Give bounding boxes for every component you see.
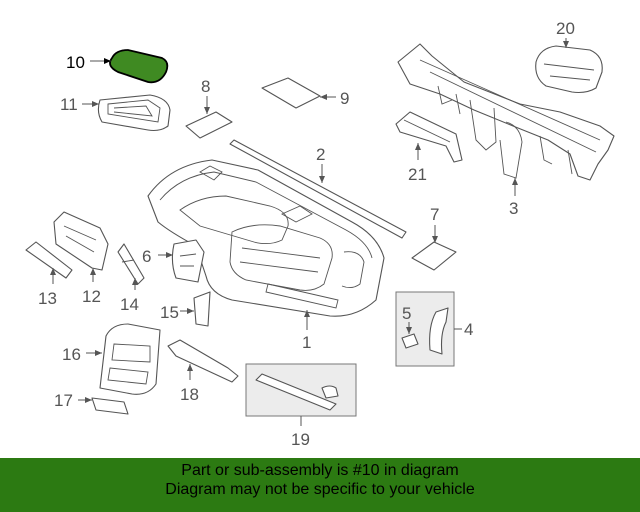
callout-14: 14 — [120, 295, 139, 314]
part-11[interactable] — [97, 94, 171, 132]
part-10-highlighted[interactable] — [109, 49, 169, 84]
part-3-steering-beam[interactable] — [397, 43, 615, 181]
callout-11: 11 — [60, 95, 78, 114]
part-7[interactable] — [411, 241, 457, 271]
parts-diagram-svg: 10 11 8 9 2 1 20 — [25, 19, 615, 449]
callout-20: 20 — [556, 19, 575, 38]
callout-4: 4 — [464, 320, 473, 339]
part-4-box — [395, 291, 455, 367]
callout-5: 5 — [402, 304, 411, 323]
callout-2: 2 — [316, 145, 325, 164]
part-21[interactable] — [395, 111, 463, 163]
part-6[interactable] — [171, 239, 205, 283]
callout-13: 13 — [38, 289, 57, 308]
part-15[interactable] — [193, 291, 211, 327]
callout-15: 15 — [160, 303, 179, 322]
part-8[interactable] — [185, 111, 233, 139]
part-20[interactable] — [535, 45, 603, 94]
callout-12: 12 — [82, 287, 101, 306]
callout-18: 18 — [180, 385, 199, 404]
notice-banner: Part or sub-assembly is #10 in diagram D… — [0, 458, 640, 512]
callout-3: 3 — [509, 199, 518, 218]
part-18[interactable] — [167, 339, 239, 383]
callout-21: 21 — [408, 165, 427, 184]
callout-19: 19 — [291, 430, 310, 449]
callout-1: 1 — [302, 333, 311, 352]
parts-diagram: 10 11 8 9 2 1 20 — [25, 19, 615, 449]
part-9[interactable] — [261, 77, 321, 109]
banner-line-2: Diagram may not be specific to your vehi… — [165, 481, 475, 498]
part-4[interactable] — [429, 307, 449, 355]
part-5[interactable] — [401, 333, 419, 349]
part-14[interactable] — [117, 243, 145, 285]
banner-line-1: Part or sub-assembly is #10 in diagram — [181, 462, 459, 479]
callout-8: 8 — [201, 77, 210, 96]
part-1-instrument-panel[interactable] — [147, 159, 385, 317]
part-17[interactable] — [91, 397, 129, 415]
part-19[interactable] — [255, 373, 339, 411]
callout-9: 9 — [340, 89, 349, 108]
callout-16: 16 — [62, 345, 81, 364]
part-16[interactable] — [99, 323, 161, 395]
callout-17: 17 — [54, 391, 73, 410]
callout-10: 10 — [66, 53, 85, 72]
callout-6: 6 — [142, 247, 151, 266]
callout-7: 7 — [430, 205, 439, 224]
part-2[interactable] — [229, 139, 407, 239]
part-12[interactable] — [53, 211, 109, 271]
